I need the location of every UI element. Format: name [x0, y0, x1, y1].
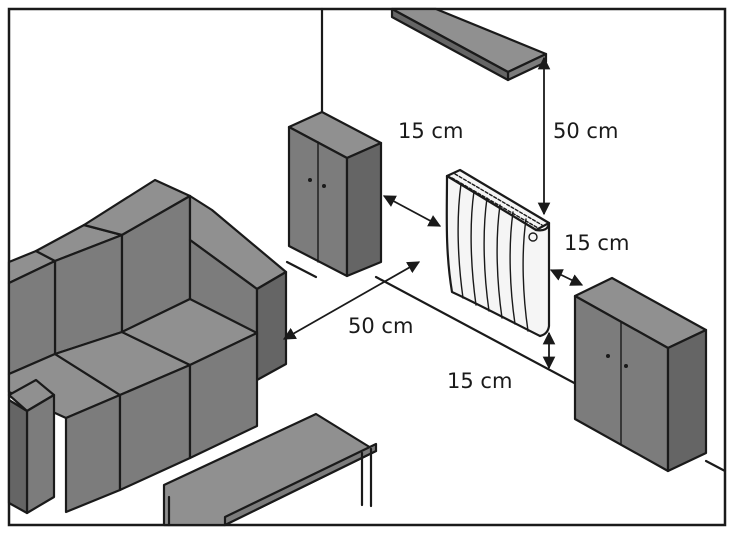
floor-clearance-label: 15 cm — [447, 369, 512, 393]
shelf-clearance-label: 50 cm — [553, 119, 618, 143]
sofa — [7, 178, 288, 515]
left-cabinet-clearance-label: 15 cm — [398, 119, 463, 143]
right-cabinet — [573, 276, 708, 473]
double-arrow-icon — [382, 195, 442, 227]
left-cabinet — [287, 110, 383, 278]
sofa-clearance-label: 50 cm — [348, 314, 413, 338]
wall-shelf — [390, 7, 548, 82]
right-cabinet-clearance-label: 15 cm — [564, 231, 629, 255]
coffee-table — [162, 412, 378, 527]
double-arrow-icon — [549, 269, 584, 286]
dimension-arrows — [282, 56, 584, 370]
radiator-heater-icon — [445, 168, 551, 338]
double-arrow-icon — [282, 261, 421, 340]
